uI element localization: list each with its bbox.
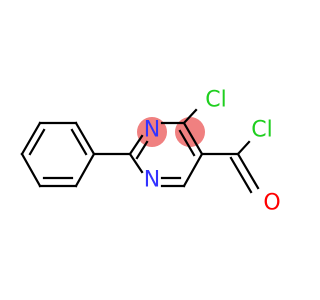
bonds: [20, 108, 260, 194]
bond-acyl-o-double: [229, 156, 253, 194]
bond-c4-c5-double: [178, 129, 196, 157]
atom-cl-ring: Cl: [205, 88, 226, 113]
bond-c2-n1-double: [135, 140, 149, 160]
bond-c4-cl: [182, 108, 198, 125]
bond-ph-6: [20, 152, 42, 188]
bond-ph-1-inner: [28, 128, 46, 156]
bond-c4-c5: [182, 121, 204, 156]
bond-ph-1: [20, 121, 42, 156]
bond-acyl-o: [236, 152, 260, 190]
bond-ph-3: [74, 121, 96, 156]
molecule-diagram: N N Cl Cl O: [20, 88, 281, 216]
bond-n3-c2: [128, 152, 144, 174]
bond-ph-3-inner: [70, 128, 88, 156]
bond-c2-n1: [128, 134, 144, 156]
bond-acyl-cl: [236, 140, 251, 156]
highlight-n1: [137, 117, 167, 147]
atom-o: O: [263, 191, 280, 216]
atom-n1: N: [144, 118, 160, 143]
bond-c5-c6: [182, 152, 204, 188]
atom-n3: N: [144, 168, 160, 193]
atom-cl-acyl: Cl: [251, 118, 272, 143]
bond-ph-4: [74, 152, 96, 188]
